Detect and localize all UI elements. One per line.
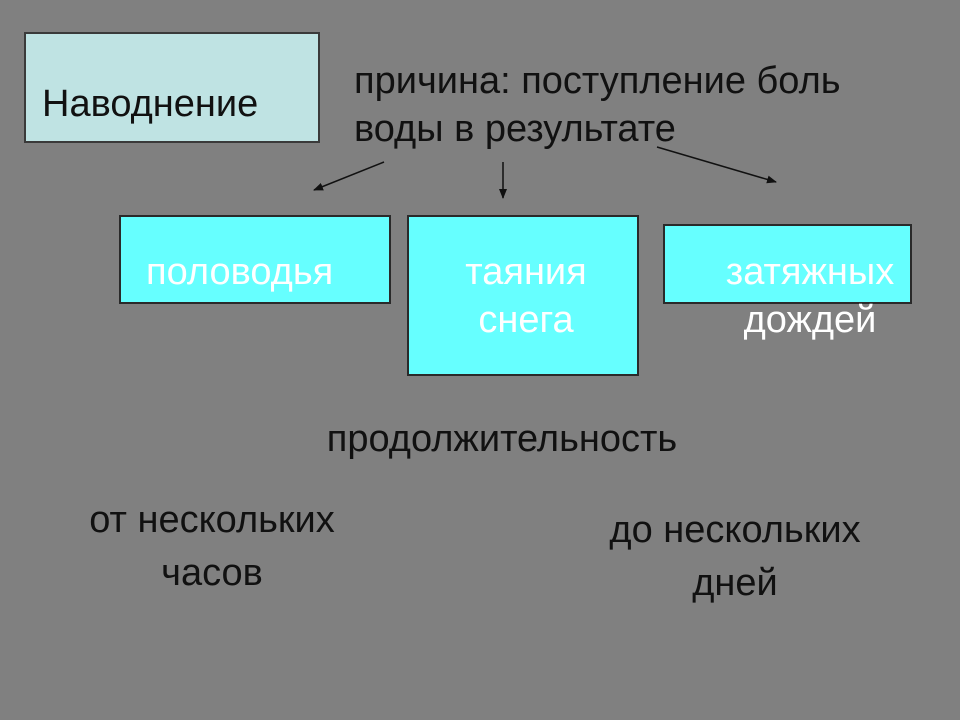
slide-title: Наводнение [42, 83, 259, 125]
duration-heading: продолжительность [326, 418, 678, 460]
cause-label-line: дождей [743, 299, 877, 342]
cause-box-flood-season [119, 215, 391, 304]
cause-label-flood-season: половодья [146, 248, 333, 296]
cause-label-snow-melt: таяния снега [446, 248, 606, 345]
duration-from: от нескольких часов [42, 494, 382, 600]
cause-label-line: затяжных [725, 251, 895, 293]
arrow-to-cause-1 [313, 161, 385, 191]
title-box [24, 32, 320, 143]
cause-statement: причина: поступление боль воды в результ… [354, 58, 841, 153]
cause-label-line: снега [478, 299, 574, 342]
cause-line-1: причина: поступление боль [354, 60, 841, 102]
duration-to-line: до нескольких [609, 509, 861, 551]
cause-label-line: таяния [465, 251, 587, 293]
duration-from-line: от нескольких [89, 499, 335, 541]
duration-to: до нескольких дней [562, 504, 908, 610]
cause-line-2: воды в результате [354, 107, 676, 150]
duration-to-line: дней [692, 562, 778, 605]
cause-label-long-rains: затяжных дождей [700, 248, 920, 345]
cause-box-long-rains [663, 224, 912, 304]
cause-box-snow-melt [407, 215, 639, 376]
cause-label-line: половодья [146, 251, 334, 293]
duration-from-line: часов [161, 552, 263, 595]
